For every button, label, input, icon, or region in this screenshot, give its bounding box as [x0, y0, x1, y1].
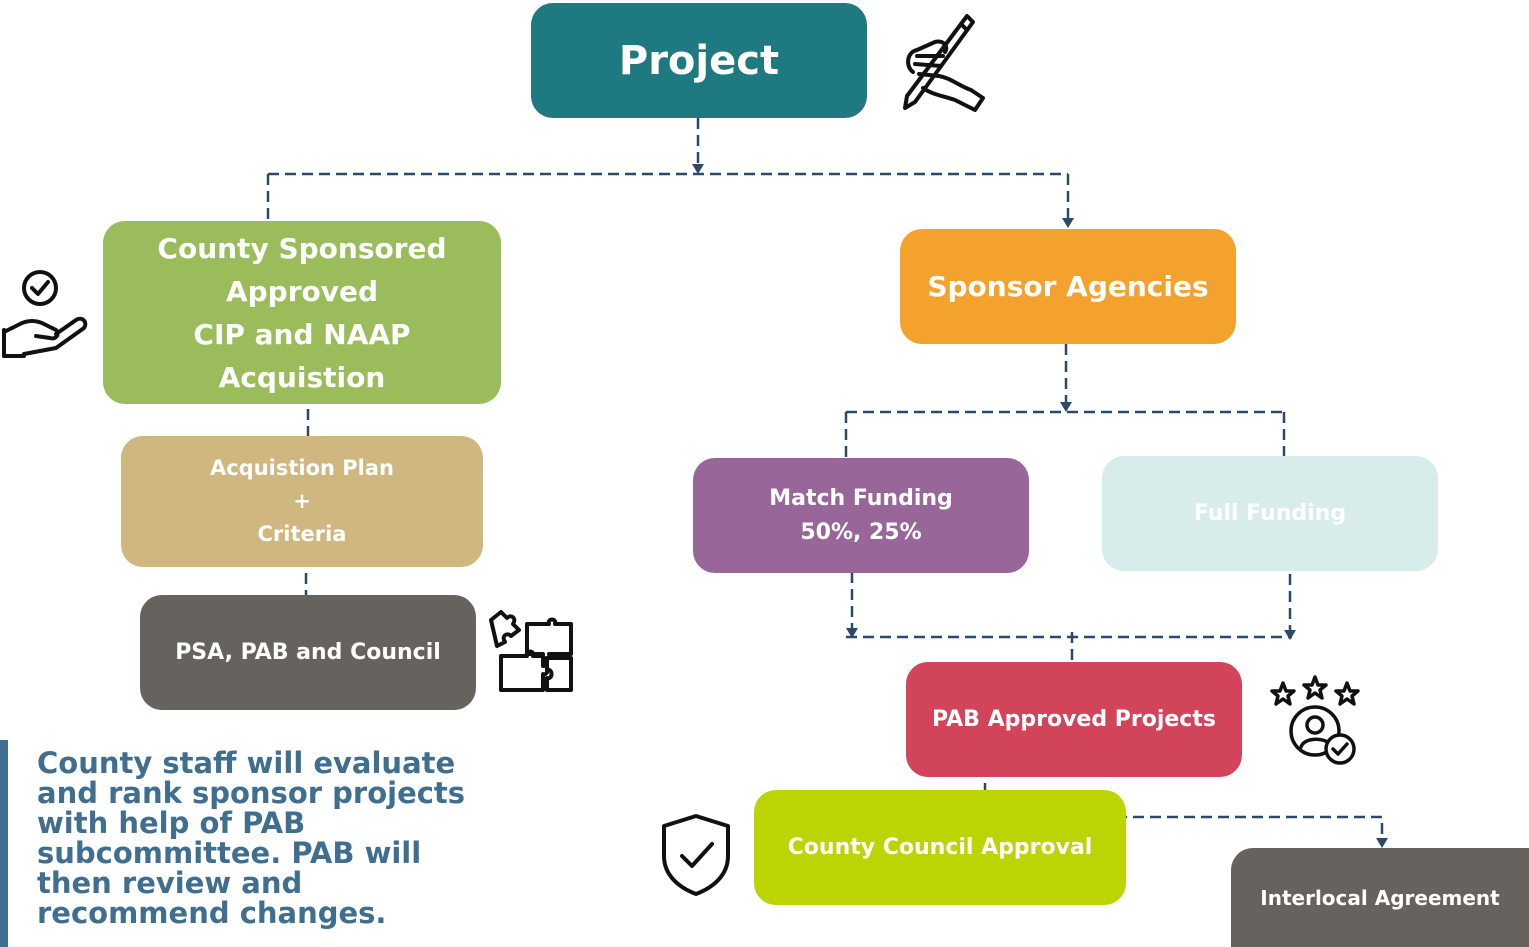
arrowhead	[1060, 402, 1072, 412]
connector-project-split	[268, 118, 1068, 176]
node-psa-label: PSA, PAB and Council	[175, 640, 441, 665]
note-accent-bar	[0, 740, 8, 947]
node-match-funding: Match Funding 50%, 25%	[693, 458, 1029, 573]
node-county-sponsored-line: County Sponsored	[157, 231, 447, 265]
node-pab-approved-label: PAB Approved Projects	[932, 707, 1216, 732]
node-acquisition-plan-line: Criteria	[257, 522, 347, 546]
node-acquisition-plan-line: Acquistion Plan	[209, 456, 395, 480]
node-psa: PSA, PAB and Council	[140, 595, 476, 710]
node-sponsor-agencies: Sponsor Agencies	[900, 229, 1236, 344]
node-match-funding-line: 50%, 25%	[800, 519, 922, 545]
node-project-label: Project	[618, 37, 780, 84]
note-callout: County staff will evaluate and rank spon…	[0, 740, 480, 947]
note-text: County staff will evaluate and rank spon…	[37, 746, 466, 930]
arrowhead	[1062, 218, 1074, 228]
shield-check-icon	[662, 814, 730, 896]
node-project: Project	[531, 3, 867, 118]
user-with-stars-icon	[1270, 675, 1360, 765]
puzzle-pieces-icon	[489, 610, 573, 692]
connector-to-interlocal	[1116, 815, 1384, 840]
node-sponsor-agencies-label: Sponsor Agencies	[927, 270, 1209, 303]
node-county-sponsored-line: CIP and NAAP	[193, 317, 411, 351]
node-match-funding-line: Match Funding	[769, 485, 953, 511]
hand-with-checkmark-icon	[2, 270, 88, 358]
node-acquisition-plan-line: +	[293, 489, 311, 513]
node-interlocal-label: Interlocal Agreement	[1260, 885, 1500, 910]
node-council-approval-label: County Council Approval	[787, 835, 1093, 860]
node-county-sponsored: County Sponsored Approved CIP and NAAP A…	[103, 221, 501, 404]
arrowhead	[1284, 630, 1296, 640]
node-county-sponsored-line: Approved	[225, 274, 379, 308]
hand-with-pencil-icon	[903, 14, 985, 112]
node-pab-approved: PAB Approved Projects	[906, 662, 1242, 777]
node-full-funding-label: Full Funding	[1193, 501, 1347, 526]
node-full-funding: Full Funding	[1102, 456, 1438, 571]
connector-sponsor-split	[846, 344, 1284, 414]
node-acquisition-plan: Acquistion Plan + Criteria	[121, 436, 483, 567]
arrowhead	[692, 164, 704, 174]
node-county-sponsored-line: Acquistion	[218, 360, 386, 394]
arrowhead	[1376, 838, 1388, 848]
node-interlocal-agreement: Interlocal Agreement	[1231, 848, 1529, 947]
node-council-approval: County Council Approval	[754, 790, 1126, 905]
arrowhead	[846, 628, 858, 638]
